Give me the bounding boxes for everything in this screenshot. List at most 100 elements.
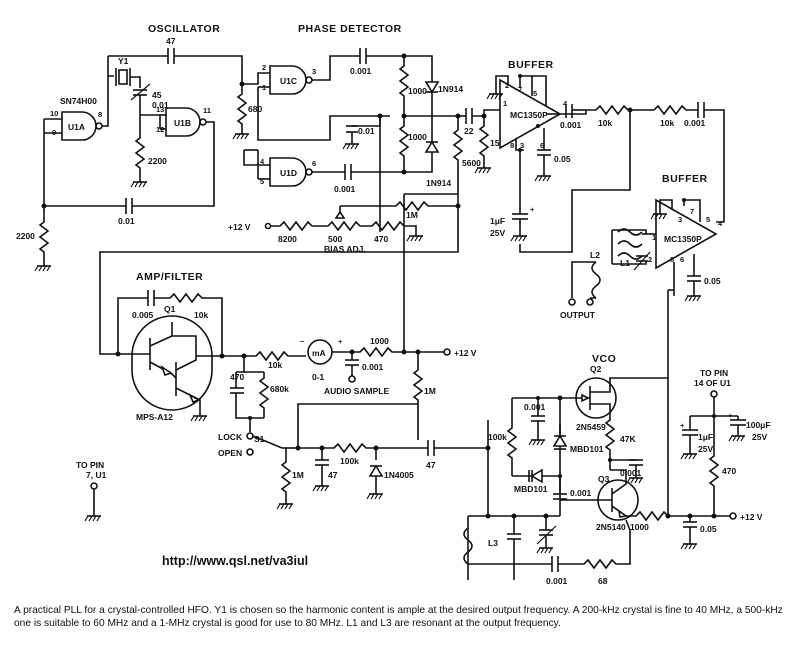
- r100k-vco-label: 100k: [488, 432, 507, 442]
- phase-detector-title: PHASE DETECTOR: [298, 23, 402, 35]
- q2-part-label: 2N5459: [576, 422, 606, 432]
- c0001-amp-label: 0.001: [362, 362, 384, 372]
- q3-part-label: 2N5140: [596, 522, 626, 532]
- svg-text:2: 2: [648, 255, 652, 264]
- plus12-vco-label: +12 V: [740, 512, 763, 522]
- c0001-vco4-label: 0.001: [546, 576, 568, 586]
- r47k-label: 47K: [620, 434, 636, 444]
- svg-text:7: 7: [690, 207, 694, 216]
- y1-label: Y1: [118, 56, 129, 66]
- c0005-label: 0.005: [132, 310, 154, 320]
- r1m-pd-label: 1M: [406, 210, 418, 220]
- v25-c-label: 25V: [752, 432, 767, 442]
- c0001-vco-label: 0.001: [524, 402, 546, 412]
- r100k-label: 100k: [340, 456, 359, 466]
- c005-vco-label: 0.05: [700, 524, 717, 534]
- svg-text:7: 7: [518, 85, 522, 94]
- r680-label: 680: [248, 104, 262, 114]
- phase-detector-section: U1C 213 U1D 456 0.001 0.001 1000 1000: [99, 48, 504, 355]
- r8200-label: 8200: [278, 234, 297, 244]
- svg-text:3: 3: [678, 215, 682, 224]
- output-label: OUTPUT: [560, 310, 596, 320]
- amp-filter-title: AMP/FILTER: [136, 271, 203, 283]
- r2200-mid-label: 2200: [148, 156, 167, 166]
- r2200-left-label: 2200: [16, 231, 35, 241]
- audio-sample-label: AUDIO SAMPLE: [324, 386, 390, 396]
- svg-text:2: 2: [262, 63, 266, 72]
- svg-text:5: 5: [260, 177, 264, 186]
- d-mbd101-b-label: MBD101: [514, 484, 548, 494]
- q1-label: Q1: [164, 304, 176, 314]
- v25-label: 25V: [490, 228, 505, 238]
- r10k-b-label: 10k: [660, 118, 674, 128]
- mc1350p-top-label: MC1350P: [510, 110, 548, 120]
- bias-adj-label: BIAS ADJ.: [324, 244, 366, 254]
- r1000-amp-label: 1000: [370, 336, 389, 346]
- svg-text:4: 4: [260, 157, 265, 166]
- to-pin-7-label: TO PIN: [76, 460, 104, 470]
- c22-label: 22: [464, 126, 474, 136]
- buffer-top-title: BUFFER: [508, 59, 554, 71]
- svg-text:5: 5: [533, 89, 537, 98]
- svg-text:8: 8: [510, 141, 514, 150]
- svg-text:13: 13: [156, 105, 164, 114]
- svg-text:8: 8: [670, 255, 674, 264]
- meter-range-label: 0-1: [312, 372, 325, 382]
- c005-buf-label: 0.05: [554, 154, 571, 164]
- svg-text:+: +: [338, 337, 343, 346]
- r10k-amp-label: 10k: [194, 310, 208, 320]
- c1uf-b-label: 1μF: [698, 432, 713, 442]
- open-label: OPEN: [218, 448, 242, 458]
- c47-top-label: 47: [166, 36, 176, 46]
- svg-text:4: 4: [718, 219, 723, 228]
- buffer-right-title: BUFFER: [662, 173, 708, 185]
- vco-section: Q2 2N5459 0.001 100k MBD101: [463, 289, 771, 586]
- to-pin-14-sub-label: 14 OF U1: [694, 378, 731, 388]
- r470-bias-label: 470: [374, 234, 388, 244]
- c0001-vco2-label: 0.001: [620, 468, 642, 478]
- svg-text:6: 6: [540, 141, 544, 150]
- r1m-amp-label: 1M: [424, 386, 436, 396]
- c0001-buf-label: 0.001: [560, 120, 582, 130]
- r10k-a-label: 10k: [598, 118, 612, 128]
- c1uf-label: 1μF: [490, 216, 505, 226]
- q2-label: Q2: [590, 364, 602, 374]
- svg-text:8: 8: [98, 110, 102, 119]
- u1d-label: U1D: [280, 168, 297, 178]
- r10k-amp2-label: 10k: [268, 360, 282, 370]
- buffer-right-section: MC1350P 13 75 46 82 0.05 L1 L2 OUTPUT: [560, 198, 723, 320]
- r150-label: 150: [490, 138, 504, 148]
- plus12-bias-label: +12 V: [228, 222, 251, 232]
- r5600-label: 5600: [462, 158, 481, 168]
- q3-label: Q3: [598, 474, 610, 484]
- lock-label: LOCK: [218, 432, 243, 442]
- r1000-b-label: 1000: [408, 132, 427, 142]
- oscillator-title: OSCILLATOR: [148, 23, 220, 35]
- ma-label: mA: [312, 348, 326, 358]
- c001-pd-label: 0.01: [358, 126, 375, 136]
- c45-label: 45: [152, 90, 162, 100]
- v25-b-label: 25V: [698, 444, 713, 454]
- l2-label: L2: [590, 250, 600, 260]
- c100uf-label: 100μF: [746, 420, 771, 430]
- plus12-amp-label: +12 V: [454, 348, 477, 358]
- svg-text:+: +: [728, 411, 733, 420]
- svg-text:3: 3: [520, 141, 524, 150]
- r500-label: 500: [328, 234, 342, 244]
- svg-text:2: 2: [505, 81, 509, 90]
- c005-buf2-label: 0.05: [704, 276, 721, 286]
- to-pin-14-label: TO PIN: [700, 368, 728, 378]
- d-mbd101-a-label: MBD101: [570, 444, 604, 454]
- mps-label: MPS-A12: [136, 412, 173, 422]
- r1000-vco-label: 1000: [630, 522, 649, 532]
- sn74h00-label: SN74H00: [60, 96, 97, 106]
- r680k-label: 680k: [270, 384, 289, 394]
- d1n4005-label: 1N4005: [384, 470, 414, 480]
- svg-text:+: +: [530, 205, 535, 214]
- mc1350p-right-label: MC1350P: [664, 234, 702, 244]
- svg-text:6: 6: [312, 159, 316, 168]
- figure-caption: A practical PLL for a crystal-controlled…: [14, 604, 784, 630]
- c47-low-label: 47: [328, 470, 338, 480]
- c47-vco-label: 47: [426, 460, 436, 470]
